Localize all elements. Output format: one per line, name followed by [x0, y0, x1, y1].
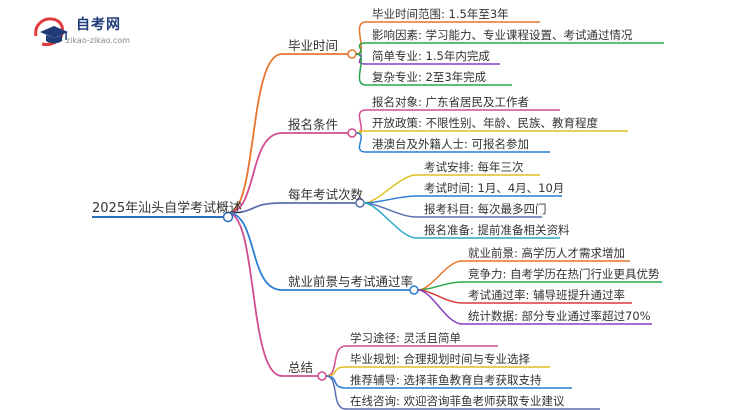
leaf-connector [417, 281, 463, 291]
graduation-cap-icon [34, 17, 68, 46]
branch-node-dot [317, 371, 327, 381]
leaf-connector [417, 289, 463, 325]
leaf-registration-target: 报名对象: 广东省居民及工作者 [372, 95, 530, 109]
leaf-graduation-plan: 毕业规划: 合理规划时间与专业选择 [350, 352, 531, 366]
leaf-competitiveness: 竞争力: 自考学历在热门行业更具优势 [468, 267, 660, 281]
leaf-statistics: 统计数据: 部分专业通过率超过70% [468, 309, 651, 323]
branch-connector [227, 212, 283, 291]
leaf-influencing-factors: 影响因素: 学习能力、专业课程设置、考试通过情况 [372, 28, 633, 42]
branch-registration: 报名条件 [288, 117, 339, 132]
branch-employment-pass-rate: 就业前景与考试通过率 [288, 274, 414, 289]
leaf-connector [355, 53, 367, 86]
leaf-online-consultation: 在线咨询: 欢迎咨询菲鱼老师获取专业建议 [350, 394, 565, 408]
leaf-simple-major: 简单专业: 1.5年内完成 [372, 49, 490, 63]
leaf-connector [363, 195, 417, 204]
branch-summary: 总结 [288, 360, 314, 375]
leaf-registration-prep: 报名准备: 提前准备相关资料 [424, 223, 570, 237]
leaf-connector [325, 375, 347, 389]
leaf-connector [363, 202, 417, 239]
leaf-recommended-tutoring: 推荐辅导: 选择菲鱼教育自考获取支持 [350, 373, 542, 387]
leaf-learning-path: 学习途径: 灵活且简单 [350, 331, 462, 345]
branch-exam-frequency: 每年考试次数 [288, 187, 364, 202]
logo-title: 自考网 [76, 17, 121, 33]
root-topic: 2025年汕头自学考试概述 [92, 201, 243, 216]
leaf-employment-outlook: 就业前景: 高学历人才需求增加 [468, 246, 626, 260]
leaf-exam-time: 考试时间: 1月、4月、10月 [424, 181, 565, 195]
leaf-complex-major: 复杂专业: 2至3年完成 [372, 70, 487, 84]
leaf-connector [325, 375, 347, 410]
branch-node-dot [347, 49, 357, 59]
branch-connector [227, 53, 283, 214]
branch-connector [227, 202, 283, 214]
logo-url: zikao-zikao.com [66, 36, 130, 45]
leaf-connector [355, 109, 367, 134]
leaf-pass-rate: 考试通过率: 辅导班提升通过率 [468, 288, 626, 302]
leaf-open-policy: 开放政策: 不限性别、年龄、民族、教育程度 [372, 116, 599, 130]
leaf-graduation-range: 毕业时间范围: 1.5年至3年 [372, 7, 509, 21]
leaf-exam-arrangement: 考试安排: 每年三次 [424, 160, 524, 174]
leaf-connector [355, 132, 367, 153]
leaf-hk-macau-taiwan: 港澳台及外籍人士: 可报名参加 [372, 137, 530, 151]
branch-graduation-time: 毕业时间 [288, 38, 339, 53]
root-node-dot [222, 211, 234, 223]
branch-node-dot [347, 128, 357, 138]
branch-connector [227, 132, 283, 214]
branch-connector [227, 212, 283, 377]
leaf-exam-subjects: 报考科目: 每次最多四门 [424, 202, 547, 216]
site-logo[interactable]: 自考网 zikao-zikao.com [24, 14, 134, 54]
